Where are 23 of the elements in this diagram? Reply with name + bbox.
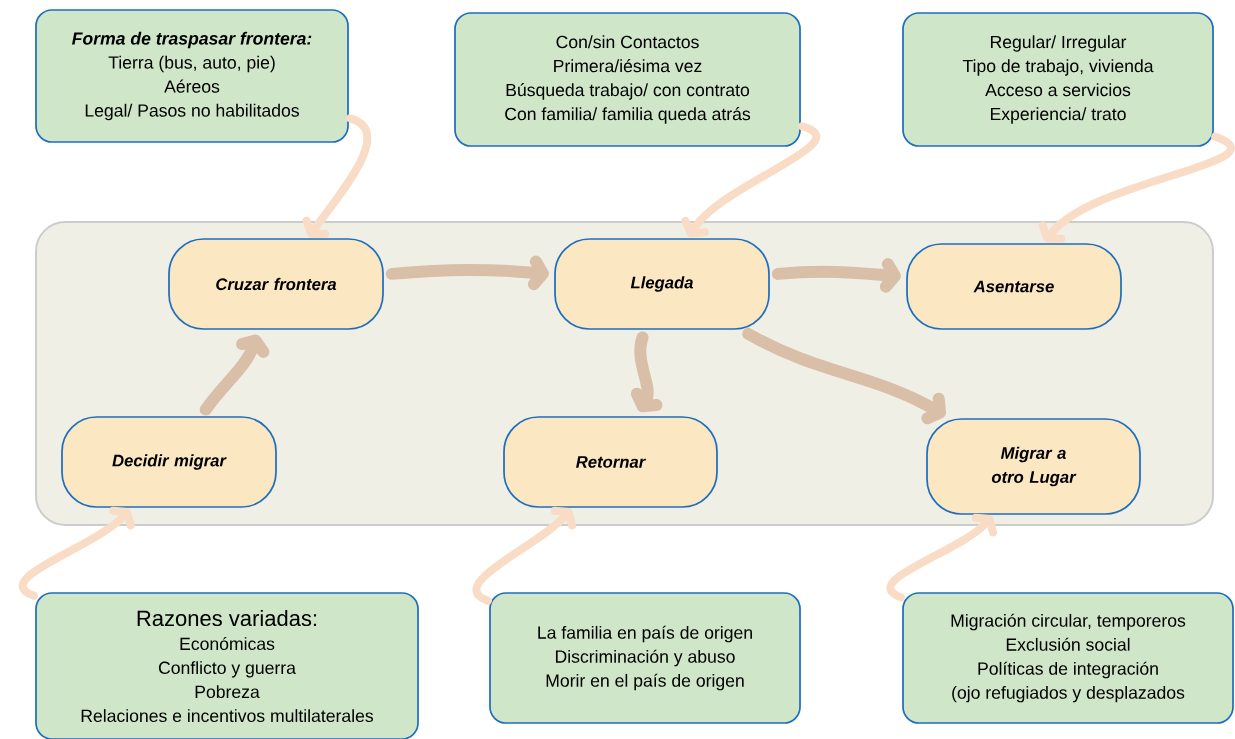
arrow <box>681 122 821 238</box>
arrow <box>385 255 549 291</box>
arrow <box>199 334 270 416</box>
note-box: Migración circular, temporeros Exclusión social Políticas de integración (ojo refugiados y desplazados <box>902 592 1234 724</box>
arrow <box>472 506 577 605</box>
note-box: La familia en país de origen Discriminación y abuso Morir en el país de origen <box>489 592 801 724</box>
stage-box: Llegada <box>554 238 770 330</box>
arrow <box>1038 132 1235 243</box>
note-box: Con/sin Contactos Primera/iésima vez Búsqueda trabajo/ con contrato Con familia/ familia queda atrás <box>454 12 801 147</box>
stage-box: Retornar <box>503 416 718 508</box>
arrow <box>630 331 663 413</box>
note-box: Razones variadas: Económicas Conflicto y guerra Pobreza Relaciones e incentivos multilaterales <box>35 592 419 739</box>
stage-box: Decidir migrar <box>61 416 277 508</box>
arrow <box>771 258 901 293</box>
note-box: Forma de traspasar frontera: Tierra (bus, auto, pie) Aéreos Legal/ Pasos no habilitados <box>35 9 349 143</box>
note-box: Regular/ Irregular Tipo de trabajo, vivienda Acceso a servicios Experiencia/ trato <box>902 12 1214 147</box>
arrow <box>886 513 998 602</box>
arrow <box>742 327 946 425</box>
stage-box: Asentarse <box>906 243 1122 330</box>
arrow <box>18 506 135 600</box>
stage-box: Migrar a otro Lugar <box>926 418 1141 515</box>
stage-box: Cruzar frontera <box>168 238 384 330</box>
arrow <box>302 114 372 238</box>
